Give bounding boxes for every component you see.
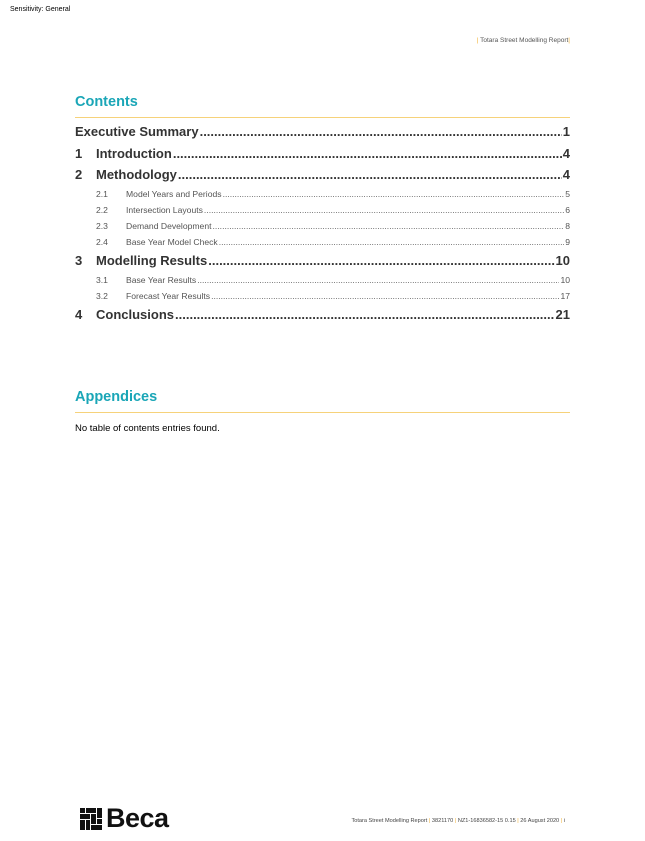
- toc-entry-number: 1: [75, 145, 83, 161]
- toc-entry-title: Base Year Model Check: [126, 237, 218, 248]
- toc-entry-modelling-results[interactable]: 3 Modelling Results 10: [75, 253, 570, 275]
- footer-separator: |: [517, 818, 519, 824]
- toc-entry-intersection-layouts[interactable]: 2.2 Intersection Layouts 6: [75, 205, 570, 221]
- footer-doc-ref: NZ1-16836582-15 0.15: [457, 818, 516, 824]
- toc-entry-methodology[interactable]: 2 Methodology 4: [75, 167, 570, 189]
- appendices-rule: [75, 412, 570, 413]
- toc-leader-dots: [173, 146, 562, 161]
- toc-entry-title: Model Years and Periods: [126, 188, 222, 199]
- toc-leader-dots: [200, 124, 562, 139]
- toc-entry-title: Conclusions: [96, 307, 175, 323]
- toc-entry-page: 5: [565, 188, 570, 199]
- header-separator: |: [568, 37, 570, 44]
- toc-entry-page: 8: [565, 220, 570, 231]
- toc-entry-page: 9: [565, 237, 570, 248]
- toc-leader-dots: [211, 291, 559, 301]
- footer-separator: |: [560, 818, 563, 824]
- beca-logo-text: Beca: [106, 803, 169, 833]
- toc-entry-number: 2.2: [96, 204, 108, 215]
- contents-rule: [75, 117, 570, 118]
- toc-entry-page: 4: [562, 167, 570, 182]
- toc-leader-dots: [213, 221, 565, 231]
- footer-job-number: 3821170: [431, 818, 454, 824]
- toc-entry-number: 3: [75, 253, 83, 269]
- footer-separator: |: [454, 818, 457, 824]
- toc-entry-title: Base Year Results: [126, 274, 197, 285]
- toc-entry-model-years[interactable]: 2.1 Model Years and Periods 5: [75, 189, 570, 205]
- toc-entry-page: 10: [560, 274, 570, 285]
- toc-entry-number: 3.1: [96, 274, 108, 285]
- toc-entry-number: 4: [75, 307, 83, 323]
- toc-entry-title: Executive Summary: [75, 124, 199, 139]
- toc-entry-page: 17: [560, 290, 570, 301]
- toc-leader-dots: [178, 167, 562, 182]
- toc-entry-title: Modelling Results: [96, 253, 208, 269]
- toc-leader-dots: [175, 307, 555, 322]
- footer-title: Totara Street Modelling Report: [351, 818, 428, 824]
- sensitivity-label: Sensitivity: General: [10, 6, 71, 13]
- toc-entry-page: 21: [555, 307, 570, 323]
- toc-leader-dots: [204, 205, 564, 215]
- toc-leader-dots: [223, 189, 565, 199]
- toc-entry-title: Forecast Year Results: [126, 290, 211, 301]
- footer-page-number: i: [563, 818, 565, 824]
- toc-entry-number: 2: [75, 167, 83, 182]
- toc-entry-introduction[interactable]: 1 Introduction 4: [75, 146, 570, 168]
- toc-entry-title: Intersection Layouts: [126, 204, 203, 215]
- beca-logo: Beca: [80, 805, 169, 832]
- table-of-contents: Executive Summary 1 1 Introduction 4 2 M…: [75, 124, 570, 329]
- toc-entry-number: 2.4: [96, 237, 108, 248]
- beca-logo-mark-icon: [80, 807, 102, 830]
- toc-entry-demand-development[interactable]: 2.3 Demand Development 8: [75, 221, 570, 237]
- footer-date: 26 August 2020: [520, 818, 560, 824]
- header-title: Totara Street Modelling Report: [480, 37, 569, 44]
- toc-entry-page: 1: [562, 124, 570, 139]
- running-header: | Totara Street Modelling Report|: [477, 37, 570, 44]
- appendices-empty-message: No table of contents entries found.: [75, 423, 220, 434]
- toc-entry-title: Demand Development: [126, 220, 212, 231]
- toc-entry-page: 4: [562, 145, 570, 161]
- toc-entry-executive-summary[interactable]: Executive Summary 1: [75, 124, 570, 146]
- toc-entry-page: 10: [555, 253, 570, 269]
- toc-entry-page: 6: [565, 204, 570, 215]
- footer-separator: |: [428, 818, 431, 824]
- header-separator: |: [476, 37, 479, 44]
- toc-entry-title: Introduction: [96, 145, 172, 161]
- toc-entry-number: 2.1: [96, 188, 108, 199]
- toc-entry-number: 3.2: [96, 290, 108, 301]
- toc-entry-title: Methodology: [96, 167, 177, 182]
- toc-entry-base-year-model-check[interactable]: 2.4 Base Year Model Check 9: [75, 237, 570, 253]
- toc-entry-base-year-results[interactable]: 3.1 Base Year Results 10: [75, 275, 570, 291]
- toc-leader-dots: [197, 275, 559, 285]
- toc-entry-conclusions[interactable]: 4 Conclusions 21: [75, 307, 570, 329]
- toc-leader-dots: [219, 237, 564, 247]
- toc-entry-number: 2.3: [96, 220, 108, 231]
- toc-leader-dots: [208, 253, 554, 268]
- appendices-heading: Appendices: [75, 389, 158, 405]
- toc-entry-forecast-year-results[interactable]: 3.2 Forecast Year Results 17: [75, 291, 570, 307]
- page-footer: Totara Street Modelling Report | 3821170…: [351, 818, 565, 824]
- contents-heading: Contents: [75, 94, 138, 110]
